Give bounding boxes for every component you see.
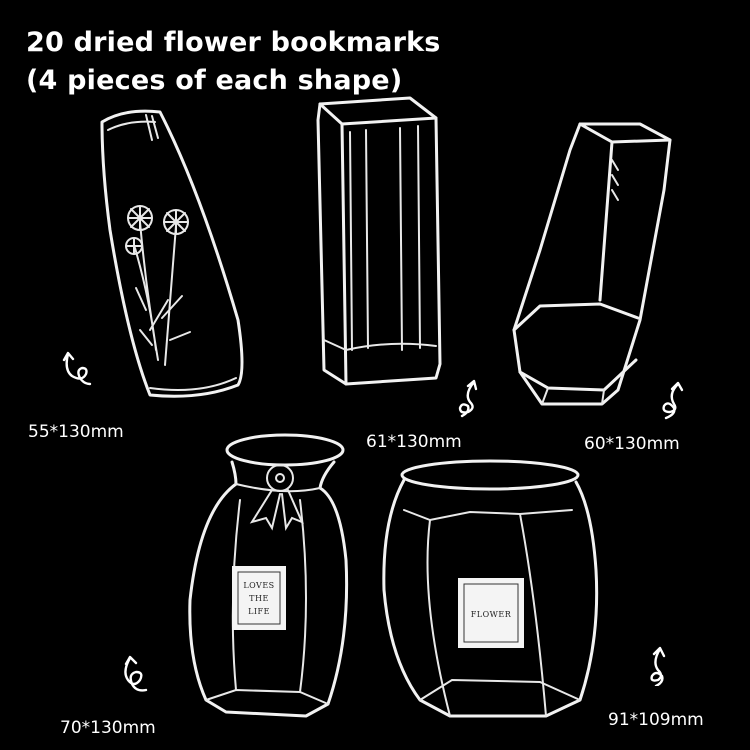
curly-arrow-icon	[650, 646, 666, 686]
vase-tapered	[100, 109, 244, 398]
vase-rectangular	[316, 96, 442, 386]
size-label-vase-5: 91*109mm	[608, 710, 704, 730]
bottle-tag-line-2: THE	[249, 594, 269, 603]
bottle-tag-line-1: LOVES	[243, 581, 274, 590]
vase-faceted	[512, 122, 672, 406]
size-label-vase-2: 61*130mm	[366, 432, 462, 452]
curly-arrow-icon	[458, 379, 478, 418]
size-label-vase-3: 60*130mm	[584, 434, 680, 454]
bow-ornament	[249, 464, 304, 532]
page-title: 20 dried flower bookmarks (4 pieces of e…	[26, 24, 441, 100]
title-line-2: (4 pieces of each shape)	[26, 65, 403, 96]
curly-arrow-icon	[662, 381, 684, 420]
curly-arrow-icon	[124, 655, 148, 692]
jar-tag-label: FLOWER	[471, 610, 512, 619]
vase-bottle: LOVES THE LIFE	[188, 433, 349, 718]
daisy-flowers	[125, 205, 189, 255]
curly-arrow-icon	[62, 351, 92, 386]
size-label-vase-1: 55*130mm	[28, 422, 124, 442]
title-line-1: 20 dried flower bookmarks	[26, 27, 441, 58]
bottle-tag-line-3: LIFE	[248, 607, 270, 616]
size-label-vase-4: 70*130mm	[60, 718, 156, 738]
vase-round-jar: FLOWER	[382, 459, 599, 718]
